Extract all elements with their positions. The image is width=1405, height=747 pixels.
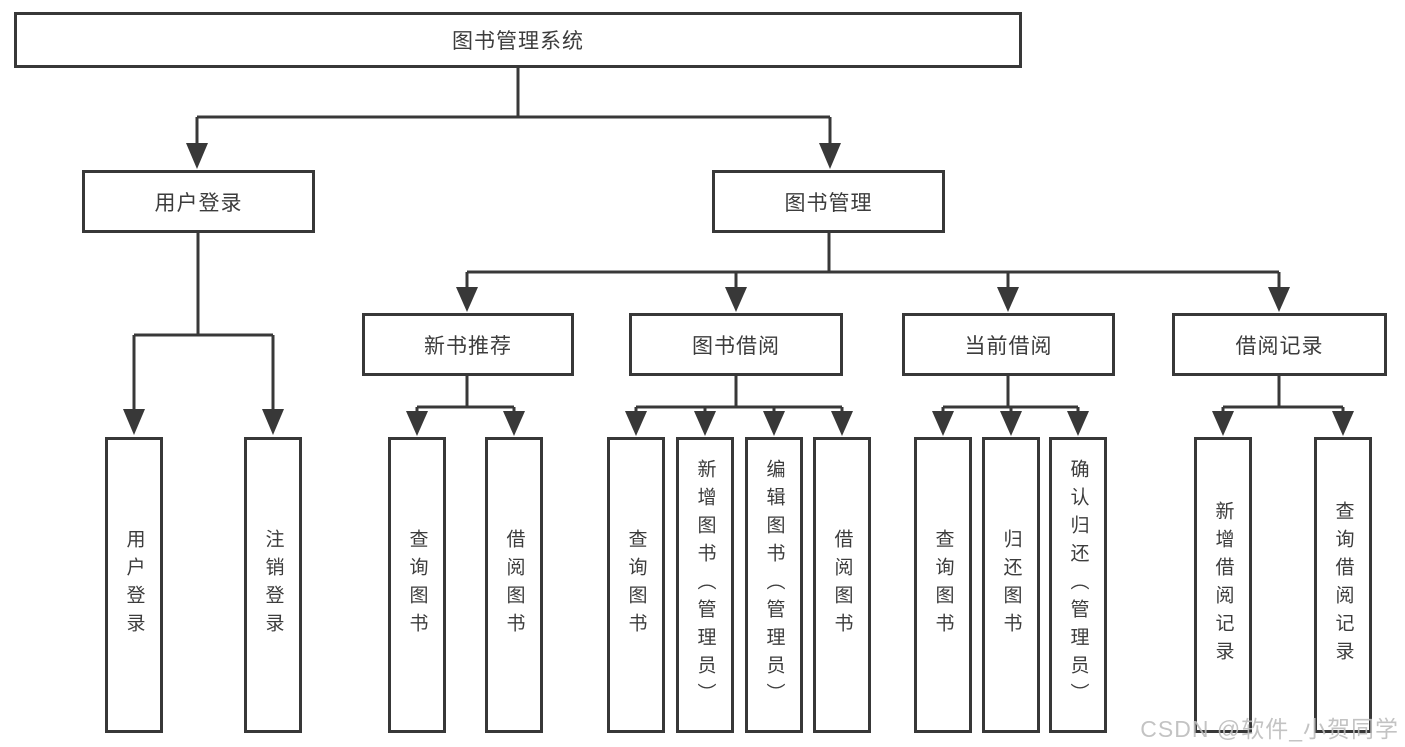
connector-new-book-recommend-children <box>406 376 525 436</box>
leaf-label: 查询借阅记录 <box>1332 501 1354 669</box>
leaf-records-query-record: 查询借阅记录 <box>1314 437 1372 733</box>
node-current-borrow: 当前借阅 <box>902 313 1115 376</box>
leaf-label: 借阅图书 <box>831 529 853 641</box>
node-new-book-recommend-label: 新书推荐 <box>424 334 512 358</box>
leaf-label: 用户登录 <box>123 529 145 641</box>
node-book-management: 图书管理 <box>712 170 945 233</box>
leaf-label: 注销登录 <box>262 529 284 641</box>
leaf-label: 新增借阅记录 <box>1212 501 1234 669</box>
leaf-borrow-add-books-admin: 新增图书（管理员） <box>676 437 734 733</box>
node-new-book-recommend: 新书推荐 <box>362 313 574 376</box>
node-book-borrow: 图书借阅 <box>629 313 843 376</box>
leaf-label: 归还图书 <box>1000 529 1022 641</box>
leaf-borrow-edit-books-admin: 编辑图书（管理员） <box>745 437 803 733</box>
node-user-login-label: 用户登录 <box>154 191 243 215</box>
node-book-borrow-label: 图书借阅 <box>692 334 780 358</box>
leaf-label: 查询图书 <box>932 529 954 641</box>
leaf-recommend-query-books: 查询图书 <box>388 437 446 733</box>
node-borrow-records-label: 借阅记录 <box>1235 334 1324 358</box>
leaf-label: 查询图书 <box>406 529 428 641</box>
leaf-borrow-borrow-books: 借阅图书 <box>813 437 871 733</box>
leaf-label: 借阅图书 <box>503 529 525 641</box>
node-borrow-records: 借阅记录 <box>1172 313 1387 376</box>
leaf-borrow-query-books: 查询图书 <box>607 437 665 733</box>
connector-book-borrow-children <box>625 376 853 436</box>
connector-borrow-records-children <box>1212 376 1354 436</box>
node-user-login: 用户登录 <box>82 170 315 233</box>
leaf-logout: 注销登录 <box>244 437 302 733</box>
leaf-label: 确认归还（管理员） <box>1067 459 1089 711</box>
connector-book-management-children <box>456 233 1290 312</box>
connector-user-login-children <box>123 233 284 435</box>
connector-root-to-level2 <box>186 68 841 169</box>
leaf-label: 编辑图书（管理员） <box>763 459 785 711</box>
leaf-user-login: 用户登录 <box>105 437 163 733</box>
node-system-root: 图书管理系统 <box>14 12 1022 68</box>
leaf-recommend-borrow-books: 借阅图书 <box>485 437 543 733</box>
leaf-current-query-books: 查询图书 <box>914 437 972 733</box>
csdn-watermark: CSDN @软件_小贺同学 <box>1140 716 1399 742</box>
node-current-borrow-label: 当前借阅 <box>964 334 1053 358</box>
node-book-management-label: 图书管理 <box>784 191 873 215</box>
leaf-label: 新增图书（管理员） <box>694 459 716 711</box>
leaf-current-return-books: 归还图书 <box>982 437 1040 733</box>
leaf-current-confirm-return-admin: 确认归还（管理员） <box>1049 437 1107 733</box>
node-system-root-label: 图书管理系统 <box>452 30 584 53</box>
connector-current-borrow-children <box>932 376 1089 436</box>
leaf-records-add-record: 新增借阅记录 <box>1194 437 1252 733</box>
leaf-label: 查询图书 <box>625 529 647 641</box>
